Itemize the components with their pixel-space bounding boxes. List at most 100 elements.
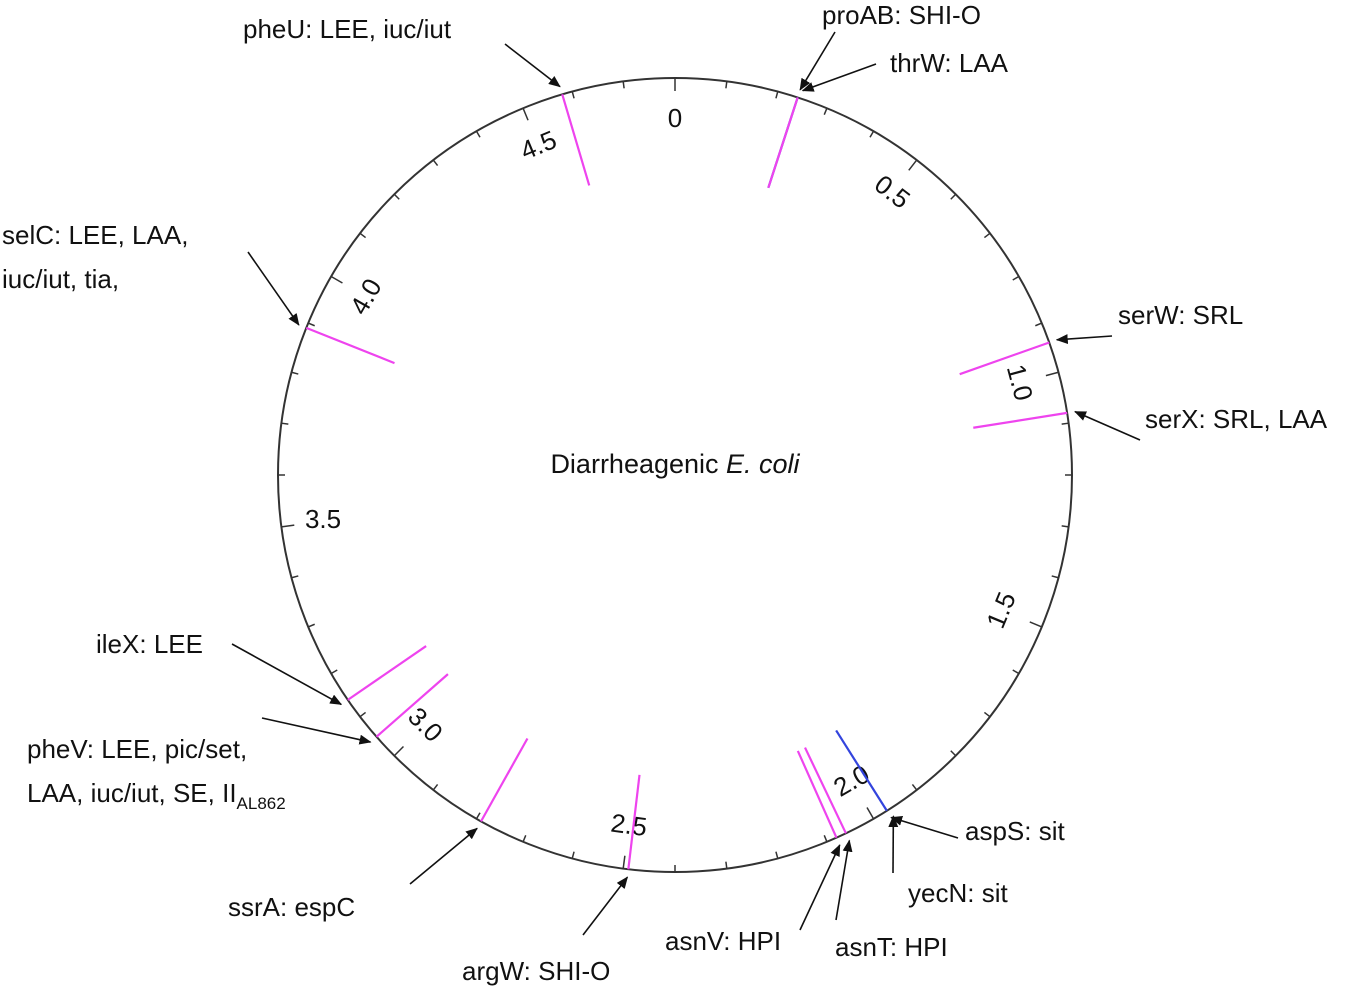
insertion-line-ileX: [347, 645, 427, 701]
tick-mark: [330, 275, 343, 284]
tick-label: 2.5: [609, 808, 649, 842]
tick-mark: [330, 669, 338, 675]
tick-mark: [983, 232, 991, 239]
tick-mark: [1045, 371, 1059, 377]
site-label-ileX: ileX: LEE: [96, 629, 203, 659]
arrow-pheV: [261, 717, 372, 745]
arrow-aspS: [890, 815, 959, 839]
tick-marks: [278, 78, 1072, 872]
tick-mark: [522, 107, 529, 121]
insertion-line-asnV: [796, 750, 838, 839]
tick-mark: [950, 193, 957, 200]
tick-mark: [571, 851, 575, 859]
arrow-pheU: [504, 43, 561, 88]
arrow-selC: [247, 251, 300, 326]
tick-mark: [775, 91, 779, 99]
tick-mark: [475, 130, 481, 138]
tick-mark: [307, 623, 315, 628]
site-label-pheV: pheV: LEE, pic/set,: [27, 734, 247, 764]
tick-mark: [1012, 669, 1020, 675]
center-title: Diarrheagenic E. coli: [550, 449, 800, 479]
site-label-ssrA: ssrA: espC: [228, 892, 355, 922]
center-title-italic: E. coli: [726, 449, 801, 479]
tick-mark: [522, 835, 527, 843]
site-label-selC: selC: LEE, LAA,: [2, 220, 188, 250]
tick-mark: [1029, 621, 1043, 628]
arrow-serX: [1074, 410, 1141, 441]
site-label-asnV: asnV: HPI: [665, 926, 781, 956]
tick-mark: [291, 371, 299, 375]
tick-mark: [1051, 575, 1059, 579]
tick-mark: [281, 524, 295, 528]
tick-mark: [911, 783, 918, 791]
tick-mark: [291, 575, 299, 579]
tick-label: 0.5: [869, 169, 916, 215]
insertion-line-argW: [627, 774, 641, 870]
tick-label: 0: [668, 103, 682, 133]
tick-mark: [983, 711, 991, 718]
tick-mark: [1012, 275, 1020, 281]
insertion-site-lines: [305, 94, 1068, 870]
tick-mark: [1035, 322, 1043, 327]
tick-mark: [775, 851, 779, 859]
site-label-thrW: thrW: LAA: [890, 48, 1009, 78]
arrow-argW: [582, 876, 629, 936]
tick-mark: [359, 232, 367, 239]
tick-label: 4.5: [516, 124, 561, 166]
tick-mark: [432, 783, 439, 791]
tick-mark: [432, 159, 439, 167]
insertion-line-pheU: [561, 94, 591, 186]
tick-mark: [823, 835, 828, 843]
tick-mark: [571, 91, 575, 99]
tick-mark: [869, 130, 875, 138]
arrow-ileX: [231, 643, 343, 706]
tick-mark: [393, 745, 405, 757]
center-title-prefix: Diarrheagenic: [550, 449, 726, 479]
insertion-line-ssrA: [480, 737, 529, 822]
tick-mark: [359, 711, 367, 718]
site-label-selC-line2: iuc/iut, tia,: [2, 264, 119, 294]
arrow-asnT: [835, 839, 853, 921]
tick-mark: [393, 193, 400, 200]
insertion-line-serW: [959, 341, 1050, 376]
tick-label: 1.0: [1001, 361, 1039, 404]
arrow-thrW: [801, 63, 877, 92]
tick-mark: [1061, 525, 1069, 528]
tick-mark: [908, 159, 918, 171]
arrow-serW: [1055, 334, 1113, 345]
site-label-pheU: pheU: LEE, iuc/iut: [243, 14, 452, 44]
label-arrows: [231, 31, 1141, 936]
tick-mark: [622, 81, 625, 89]
insertion-line-serX: [973, 411, 1068, 429]
site-label-argW: argW: SHI-O: [462, 956, 610, 986]
tick-mark: [475, 812, 481, 820]
tick-mark: [1061, 422, 1069, 425]
insertion-line-pheV: [375, 673, 449, 738]
tick-mark: [950, 750, 957, 757]
insertion-line-thrW: [767, 97, 799, 189]
site-label-proAB: proAB: SHI-O: [822, 0, 981, 30]
arrow-asnV: [799, 844, 841, 931]
insertion-line-asnT: [804, 747, 847, 834]
tick-mark: [307, 322, 315, 327]
site-label-serX: serX: SRL, LAA: [1145, 404, 1328, 434]
arrow-proAB: [799, 31, 836, 91]
site-label-aspS: aspS: sit: [965, 816, 1065, 846]
tick-label: 4.0: [344, 273, 388, 319]
site-label-pheV-line2: LAA, iuc/iut, SE, IIAL862: [27, 778, 286, 813]
tick-mark: [281, 422, 289, 425]
site-label-yecN: yecN: sit: [908, 878, 1008, 908]
insertion-line-selC: [305, 326, 395, 365]
tick-label: 3.5: [305, 504, 341, 534]
tick-label: 1.5: [980, 588, 1022, 633]
tick-mark: [725, 81, 728, 89]
tick-mark: [725, 861, 728, 869]
tick-mark: [866, 807, 875, 820]
site-label-asnT: asnT: HPI: [835, 932, 948, 962]
insertion-line-aspS: [835, 729, 888, 812]
site-label-serW: serW: SRL: [1118, 300, 1243, 330]
arrow-ssrA: [409, 827, 478, 885]
tick-mark: [823, 107, 828, 115]
tick-mark: [622, 855, 626, 869]
